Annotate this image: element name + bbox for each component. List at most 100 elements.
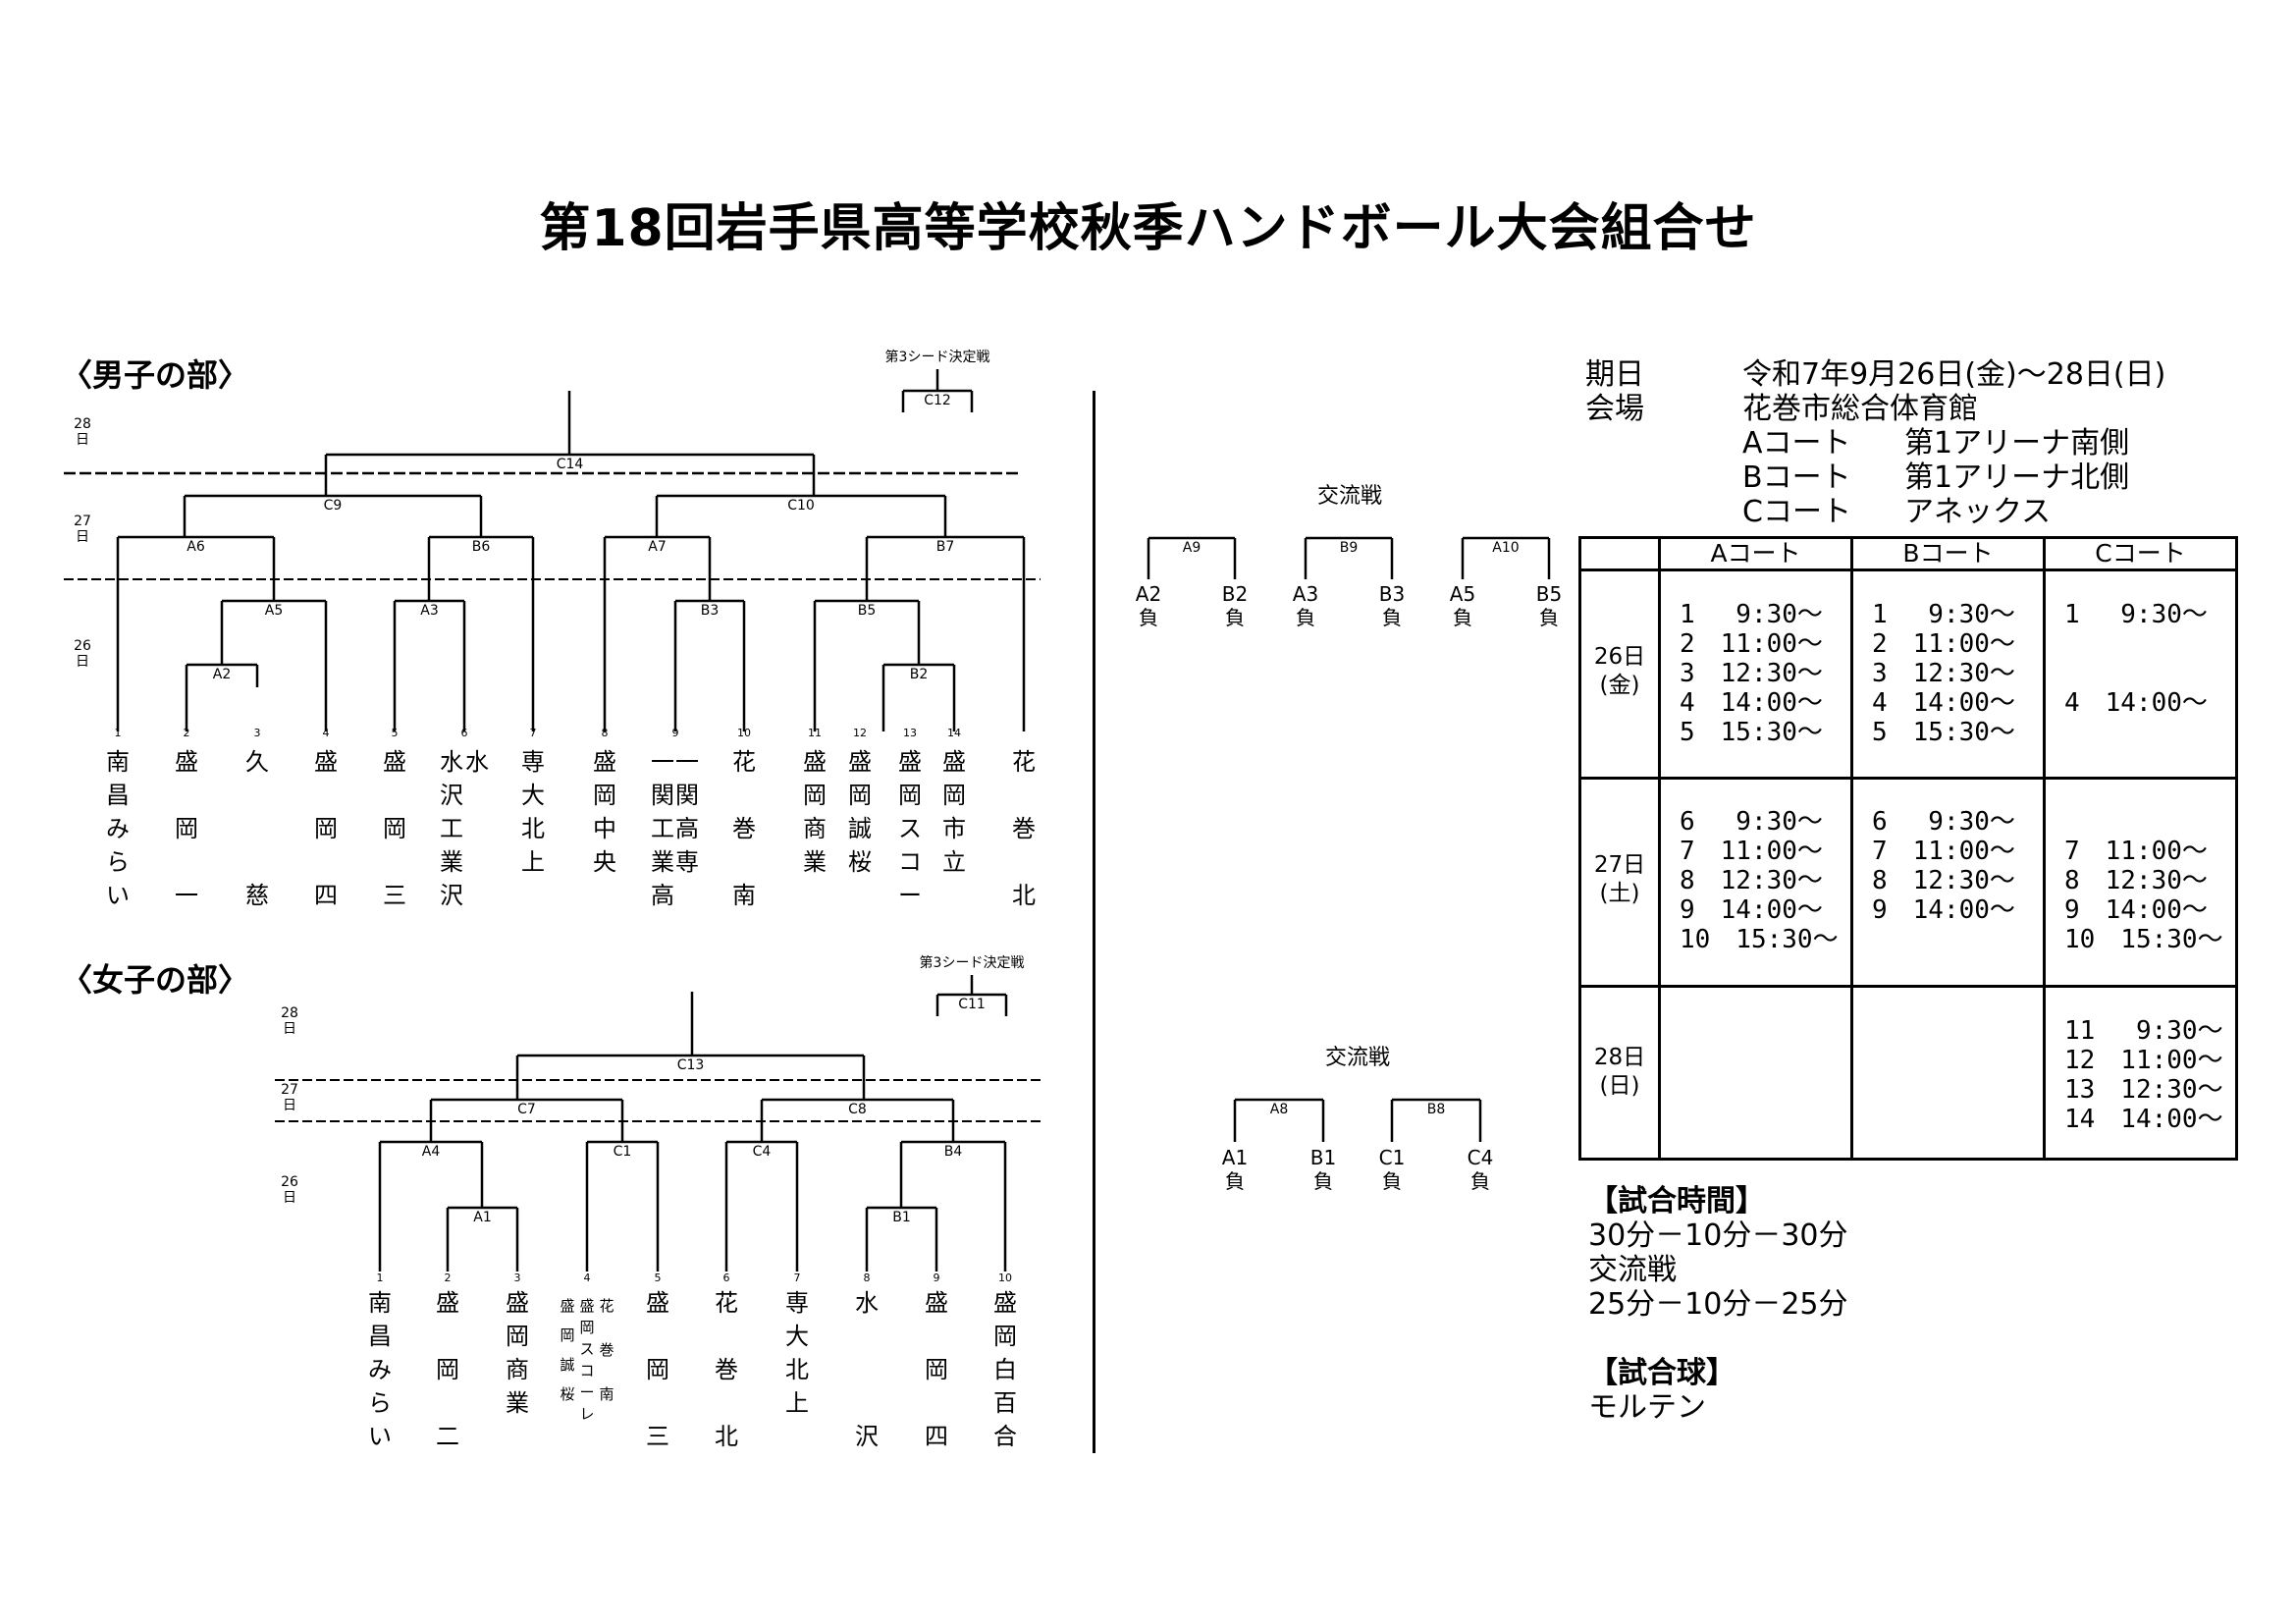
team-number: 6: [723, 1272, 730, 1284]
team-name: 誠: [560, 1356, 574, 1374]
team-number: 14: [947, 727, 961, 739]
team-name: ス: [579, 1340, 594, 1358]
notes-block: 【試合時間】 30分－10分－30分 交流戦 25分－10分－25分 【試合球】…: [1588, 1184, 1848, 1425]
exchange-result: 負: [1382, 606, 1402, 629]
match-code: B4: [944, 1144, 963, 1160]
team-name: 桜: [848, 848, 872, 876]
team-number: 10: [998, 1272, 1012, 1284]
team-name: 南: [368, 1289, 392, 1317]
court-place: 第1アリーナ南側: [1904, 426, 2130, 460]
day-label: 日: [76, 654, 89, 670]
day-cell: 26日 (金): [1581, 643, 1658, 700]
court-place: 第1アリーナ北側: [1904, 460, 2130, 495]
court-row: Cコート アネックス: [1742, 495, 2051, 529]
team-name: 盛: [646, 1289, 669, 1317]
team-name: 盛: [436, 1289, 459, 1317]
team-name: 岡: [925, 1356, 948, 1383]
team-number: 8: [602, 727, 609, 739]
day-label: 日: [283, 1098, 296, 1113]
match-code: C13: [677, 1057, 705, 1073]
team-name: 高: [651, 882, 674, 909]
team-name: 沢: [440, 882, 463, 909]
team-name: 三: [646, 1423, 669, 1450]
team-number: 5: [655, 1272, 662, 1284]
team-name: 岡: [848, 782, 872, 809]
team-name: 関: [651, 782, 674, 809]
venue-row: 会場花巻市総合体育館: [1585, 392, 1978, 426]
team-name: 専: [521, 748, 545, 776]
team-name: 岡: [593, 782, 616, 809]
team-name: い: [106, 882, 130, 909]
match-code: B7: [936, 539, 955, 555]
team-name: 巻: [599, 1341, 614, 1359]
team-name: 盛: [579, 1297, 594, 1315]
day-label: 28: [74, 416, 91, 432]
court-name: Bコート: [1742, 460, 1851, 495]
day-dow: (金): [1599, 673, 1640, 698]
team-name: コ: [898, 848, 922, 876]
period-row: 期日 令和7年9月26日(金)～28日(日): [1585, 357, 2165, 392]
team-name: 工: [651, 815, 674, 842]
day-dow: (土): [1599, 881, 1640, 906]
slot-b-26: 1 9:30～ 2 11:00～ 3 12:30～ 4 14:00～ 5 15:…: [1872, 600, 2015, 747]
ball-title: 【試合球】: [1588, 1356, 1735, 1390]
day-date: 27日: [1593, 852, 1646, 878]
team-name: ス: [898, 815, 922, 842]
team-name: 白: [993, 1356, 1017, 1383]
exchange-team: A2: [1136, 582, 1161, 606]
team-name: 岡: [436, 1356, 459, 1383]
slot-c-28: 11 9:30～ 12 11:00～ 13 12:30～ 14 14:00～: [2064, 1016, 2223, 1134]
match-code: C9: [324, 498, 343, 514]
team-name: 盛: [506, 1289, 529, 1317]
team-name: 水: [855, 1289, 879, 1317]
court-place: アネックス: [1904, 495, 2052, 529]
match-code: B2: [910, 667, 929, 682]
day-label: 28: [281, 1005, 298, 1021]
team-name: 盛: [993, 1289, 1017, 1317]
team-name: 四: [314, 882, 338, 909]
day-dow: (日): [1599, 1073, 1640, 1099]
exchange-result: 負: [1313, 1169, 1333, 1193]
team-name: 盛: [942, 748, 966, 776]
day-date: 26日: [1593, 644, 1646, 670]
team-name: 慈: [245, 882, 269, 909]
court-name: Cコート: [1742, 495, 1851, 529]
team-name: 三: [383, 882, 406, 909]
team-number: 5: [392, 727, 399, 739]
team-name: 央: [593, 848, 616, 876]
team-number: 7: [794, 1272, 801, 1284]
slot-a-27: 6 9:30～ 7 11:00～ 8 12:30～ 9 14:00～ 10 15…: [1680, 807, 1839, 954]
team-name: み: [368, 1356, 392, 1383]
team-number: 7: [530, 727, 537, 739]
table-divider: [1658, 539, 1661, 1158]
team-name: 業: [803, 848, 827, 876]
team-name: 盛: [593, 748, 616, 776]
match-code: B9: [1340, 540, 1359, 556]
exchange-result: 負: [1225, 606, 1245, 629]
slot-c-27: 7 11:00～ 8 12:30～ 9 14:00～ 10 15:30～: [2064, 837, 2223, 954]
period-label: 期日: [1585, 357, 1644, 392]
team-name: ら: [368, 1389, 392, 1417]
day-label: 27: [281, 1082, 298, 1098]
match-code: C11: [958, 997, 986, 1012]
match-code: B8: [1427, 1102, 1446, 1117]
time-title: 【試合時間】: [1588, 1184, 1765, 1218]
team-name: 北: [785, 1356, 809, 1383]
slot-c-26: 1 9:30～ 4 14:00～: [2064, 600, 2208, 718]
team-name: ー: [579, 1383, 594, 1401]
team-name: 大: [521, 782, 545, 809]
time-ex-label: 交流戦: [1588, 1253, 1677, 1287]
center-divider: [1093, 391, 1095, 1453]
team-name: 沢: [440, 782, 463, 809]
team-name: 上: [521, 848, 545, 876]
team-name: 昌: [368, 1323, 392, 1350]
exchange-team: A5: [1450, 582, 1475, 606]
team-number: 8: [864, 1272, 871, 1284]
match-code: C12: [924, 393, 951, 408]
team-name: 立: [942, 848, 966, 876]
match-code: A3: [420, 603, 438, 619]
team-name: 盛: [314, 748, 338, 776]
period-value: 令和7年9月26日(金)～28日(日): [1742, 357, 2166, 392]
match-code: C14: [557, 457, 584, 472]
match-code: A7: [648, 539, 666, 555]
